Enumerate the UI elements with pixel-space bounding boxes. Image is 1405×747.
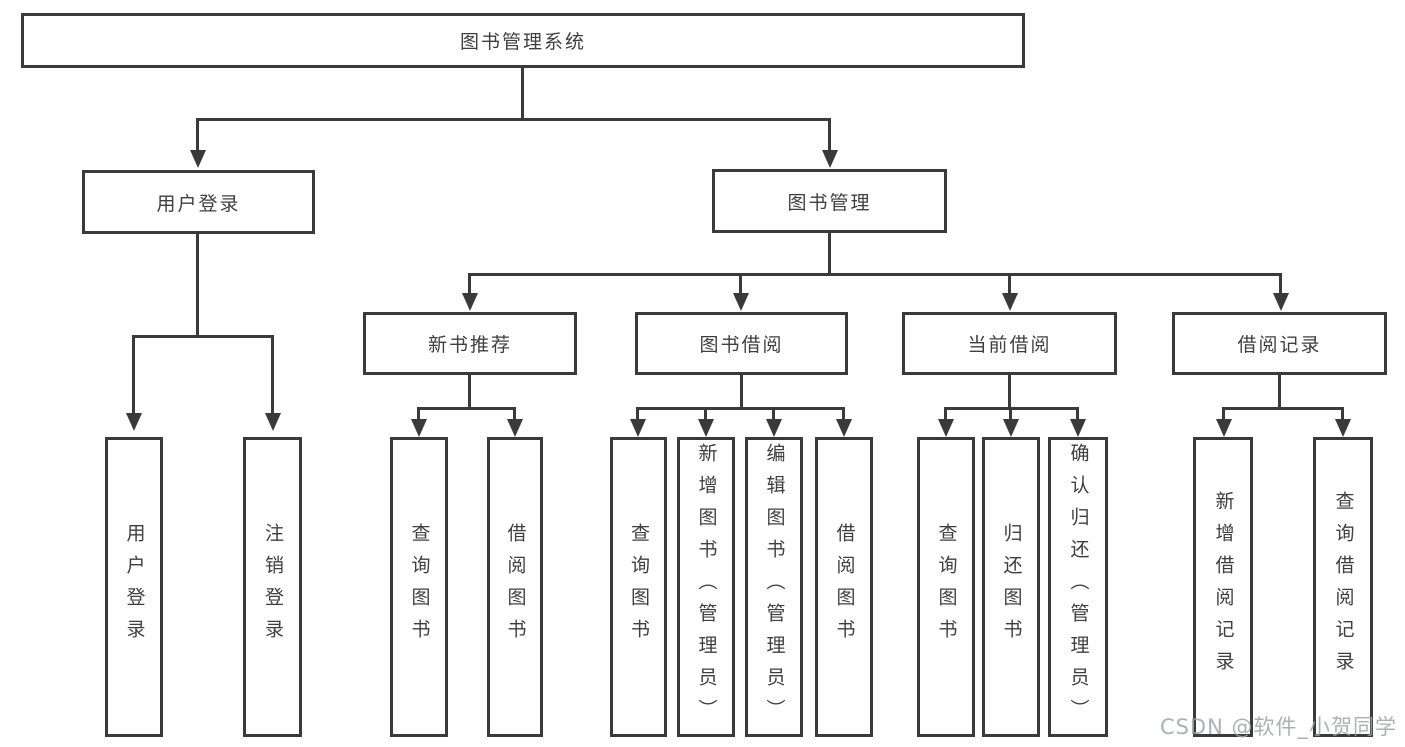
arrow-down-icon	[1070, 419, 1086, 437]
connector-line	[513, 407, 516, 421]
connector-line	[196, 234, 199, 335]
connector-line	[1008, 273, 1011, 295]
arrow-down-icon	[1003, 419, 1019, 437]
arrow-down-icon	[1002, 293, 1018, 311]
connector-line	[1009, 407, 1012, 421]
connector-line	[132, 335, 274, 338]
connector-line	[1341, 407, 1344, 421]
connector-line	[1076, 407, 1079, 421]
arrow-down-icon	[766, 419, 782, 437]
connector-line	[1222, 407, 1225, 421]
leaf-edit-book-admin: 编辑图书（管理员）	[745, 437, 803, 737]
leaf-query-borrow-record: 查询借阅记录	[1313, 437, 1373, 737]
arrow-down-icon	[836, 419, 852, 437]
arrow-down-icon	[938, 419, 954, 437]
connector-line	[636, 407, 639, 421]
connector-line	[828, 233, 831, 273]
node-root: 图书管理系统	[21, 13, 1025, 68]
leaf-logout-login: 注销登录	[243, 437, 302, 737]
connector-line	[636, 407, 845, 410]
connector-line	[196, 118, 199, 152]
arrow-down-icon	[822, 150, 838, 168]
arrow-down-icon	[507, 419, 523, 437]
connector-line	[944, 407, 947, 421]
connector-line	[521, 68, 524, 118]
arrow-down-icon	[733, 293, 749, 311]
connector-line	[740, 375, 743, 407]
leaf-query-books-borrowing: 查询图书	[610, 437, 667, 737]
leaf-borrow-books: 借阅图书	[815, 437, 873, 737]
csdn-watermark: CSDN @软件_小贺同学	[1159, 715, 1397, 739]
connector-line	[704, 407, 707, 421]
connector-line	[468, 375, 471, 407]
leaf-add-borrow-record: 新增借阅记录	[1193, 437, 1253, 737]
arrow-down-icon	[1335, 419, 1351, 437]
connector-line	[1279, 273, 1282, 295]
connector-line	[739, 273, 742, 295]
connector-line	[196, 118, 831, 121]
connector-line	[417, 407, 420, 421]
arrow-down-icon	[698, 419, 714, 437]
node-new-book-recommendation: 新书推荐	[363, 312, 577, 375]
connector-line	[1008, 375, 1011, 407]
connector-line	[1222, 407, 1344, 410]
leaf-confirm-return-admin: 确认归还（管理员）	[1048, 437, 1108, 737]
arrow-down-icon	[1273, 293, 1289, 311]
connector-line	[417, 407, 516, 410]
arrow-down-icon	[411, 419, 427, 437]
arrow-down-icon	[630, 419, 646, 437]
leaf-user-login: 用户登录	[105, 437, 163, 737]
connector-line	[828, 118, 831, 152]
arrow-down-icon	[265, 413, 281, 431]
node-book-borrowing: 图书借阅	[635, 312, 848, 375]
leaf-add-book-admin: 新增图书（管理员）	[677, 437, 735, 737]
connector-line	[271, 335, 274, 414]
leaf-query-books-current: 查询图书	[917, 437, 975, 737]
arrow-down-icon	[190, 150, 206, 168]
connector-line	[468, 273, 1282, 276]
node-user-login: 用户登录	[82, 170, 315, 234]
leaf-return-books: 归还图书	[982, 437, 1040, 737]
connector-line	[772, 407, 775, 421]
connector-line	[468, 273, 471, 295]
leaf-borrow-books-recommend: 借阅图书	[487, 437, 543, 737]
node-current-borrowing: 当前借阅	[902, 312, 1117, 375]
arrow-down-icon	[126, 413, 142, 431]
connector-line	[1278, 375, 1281, 407]
arrow-down-icon	[1216, 419, 1232, 437]
connector-line	[132, 335, 135, 414]
node-book-management: 图书管理	[712, 169, 947, 233]
leaf-query-books-recommend: 查询图书	[390, 437, 448, 737]
arrow-down-icon	[462, 293, 478, 311]
node-borrowing-records: 借阅记录	[1172, 312, 1387, 375]
connector-line	[842, 407, 845, 421]
